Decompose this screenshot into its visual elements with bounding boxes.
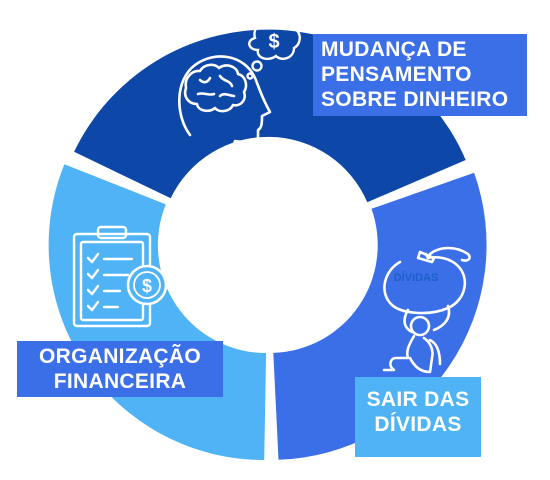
label-mudanca-de-pensamento: MUDANÇA DE PENSAMENTO SOBRE DINHEIRO bbox=[313, 34, 527, 116]
brain-head-icon bbox=[178, 55, 272, 154]
person-carrying-bag-icon bbox=[382, 246, 471, 374]
label-line: ORGANIZAÇÃO bbox=[39, 345, 201, 368]
thought-dollar-icon: $ bbox=[268, 31, 279, 53]
clipboard-coin-inner bbox=[133, 271, 161, 299]
label-line: DÍVIDAS bbox=[374, 413, 462, 437]
label-line: FINANCEIRA bbox=[53, 370, 187, 394]
label-line: PENSAMENTO bbox=[321, 63, 472, 87]
thought-bubble-icon bbox=[246, 17, 301, 80]
label-organizacao-financeira: ORGANIZAÇÃO FINANCEIRA bbox=[17, 341, 223, 398]
debt-bag-text: DÍVIDAS bbox=[393, 272, 439, 284]
label-sair-das-dividas: SAIR DAS DÍVIDAS bbox=[355, 377, 481, 457]
label-line: SOBRE DINHEIRO bbox=[321, 88, 509, 112]
segment-sair bbox=[273, 172, 487, 460]
center-circle bbox=[164, 141, 372, 349]
label-line: SAIR DAS bbox=[366, 388, 470, 411]
clipboard-dollar-icon: $ bbox=[142, 276, 152, 296]
label-line: MUDANÇA DE bbox=[321, 38, 467, 61]
